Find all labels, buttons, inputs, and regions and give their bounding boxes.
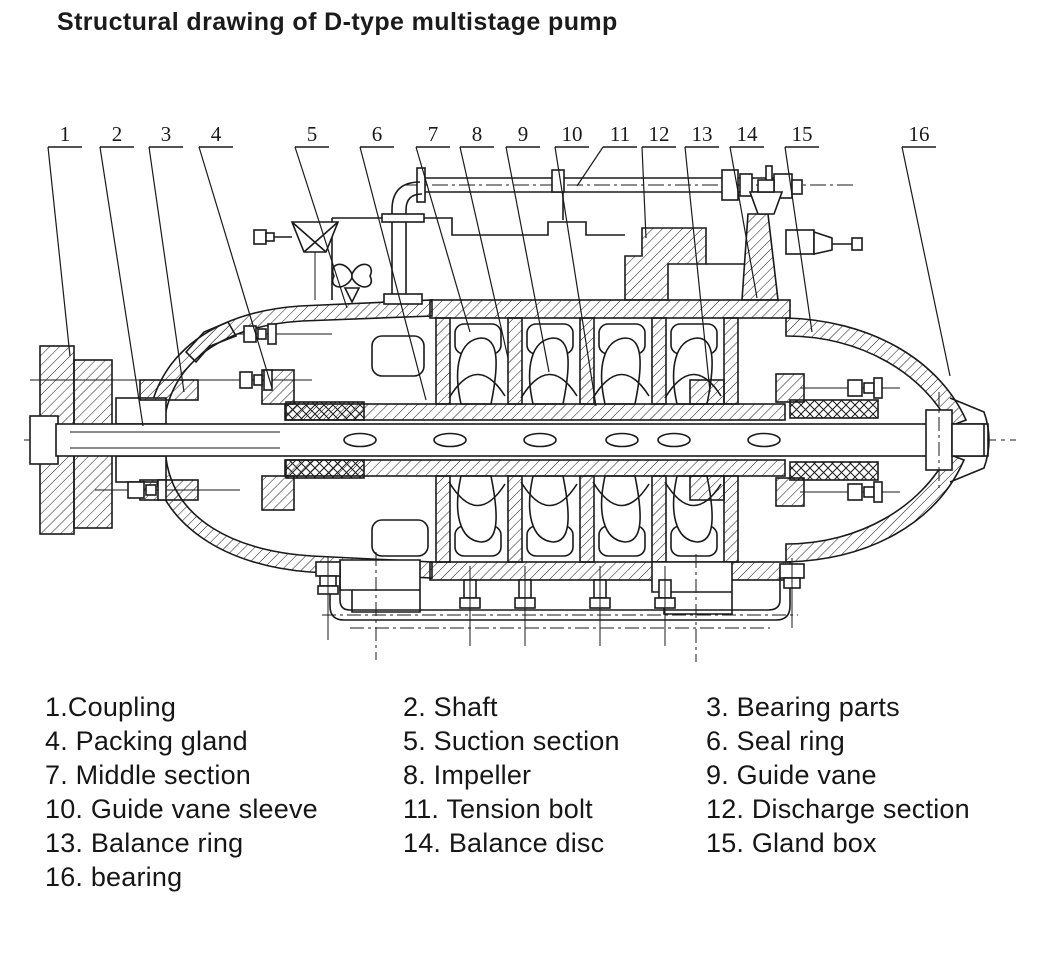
shaft [55,423,989,457]
bearing-housing-right [775,317,968,563]
callout-3: 3 [148,122,185,393]
callout-14: 14 [729,122,764,299]
callout-7: 7 [415,122,471,333]
callout-10: 10 [554,122,597,407]
svg-text:3: 3 [161,122,172,146]
svg-text:12: 12 [649,122,670,146]
callout-8: 8 [459,122,509,359]
legend-item-13: 13. Balance ring [45,828,244,858]
impeller-stage [592,323,650,557]
left-grease-cup [253,221,340,300]
svg-text:16: 16 [909,122,930,146]
page-title: Structural drawing of D-type multistage … [57,8,618,36]
legend-item-9: 9. Guide vane [706,760,877,790]
legend-item-5: 5. Suction section [403,726,620,756]
bottom-stud-bolt [654,566,676,646]
packing-gland-left [115,379,199,501]
svg-text:8: 8 [472,122,483,146]
balance-ring [689,379,725,501]
callout-12: 12 [641,122,676,239]
svg-text:1: 1 [60,122,71,146]
legend-item-3: 3. Bearing parts [706,692,900,722]
svg-text:15: 15 [792,122,813,146]
svg-text:14: 14 [737,122,759,146]
bottom-stud-bolt [514,566,536,646]
bearing-right-end [925,392,990,490]
svg-text:7: 7 [428,122,439,146]
svg-text:10: 10 [562,122,583,146]
legend-item-6: 6. Seal ring [706,726,845,756]
balance-disc [741,213,779,301]
legend-item-16: 16. bearing [45,862,183,892]
svg-text:4: 4 [211,122,222,146]
bottom-stud-bolt [459,566,481,646]
legend-item-7: 7. Middle section [45,760,252,790]
legend-item-2: 2. Shaft [403,692,498,722]
legend-item-4: 4. Packing gland [45,726,248,756]
svg-text:11: 11 [610,122,630,146]
svg-text:5: 5 [307,122,318,146]
callout-16: 16 [901,122,951,377]
parts-legend: 1.Coupling 2. Shaft 3. Bearing parts 4. Pac… [45,690,1035,894]
discharge-section [331,217,744,301]
legend-item-1: 1.Coupling [45,692,177,722]
right-grease-cup [748,179,863,255]
legend-item-12: 12. Discharge section [706,794,970,824]
callout-11: 11 [576,122,637,187]
bottom-structures [315,552,805,662]
packing-crosshatch [285,399,879,481]
legend-item-8: 8. Impeller [403,760,532,790]
callout-6: 6 [359,122,427,401]
guide-vane-sleeve-bands [284,403,786,477]
callout-5: 5 [294,122,348,309]
callout-4: 4 [198,122,273,389]
svg-text:2: 2 [112,122,123,146]
svg-text:6: 6 [372,122,383,146]
callout-2: 2 [99,122,144,427]
legend-item-14: 14. Balance disc [403,828,605,858]
svg-text:13: 13 [692,122,713,146]
top-pipe-elbow [331,181,425,305]
suction-section [147,299,433,579]
svg-text:9: 9 [518,122,529,146]
callout-15: 15 [784,122,819,333]
legend-item-11: 11. Tension bolt [403,794,593,824]
bottom-stud-bolt [589,566,611,646]
callout-9: 9 [505,122,550,373]
callout-1: 1 [47,122,82,357]
legend-item-15: 15. Gland box [706,828,877,858]
callout-13: 13 [684,122,719,393]
legend-item-10: 10. Guide vane sleeve [45,794,318,824]
impeller-stage [448,323,506,557]
